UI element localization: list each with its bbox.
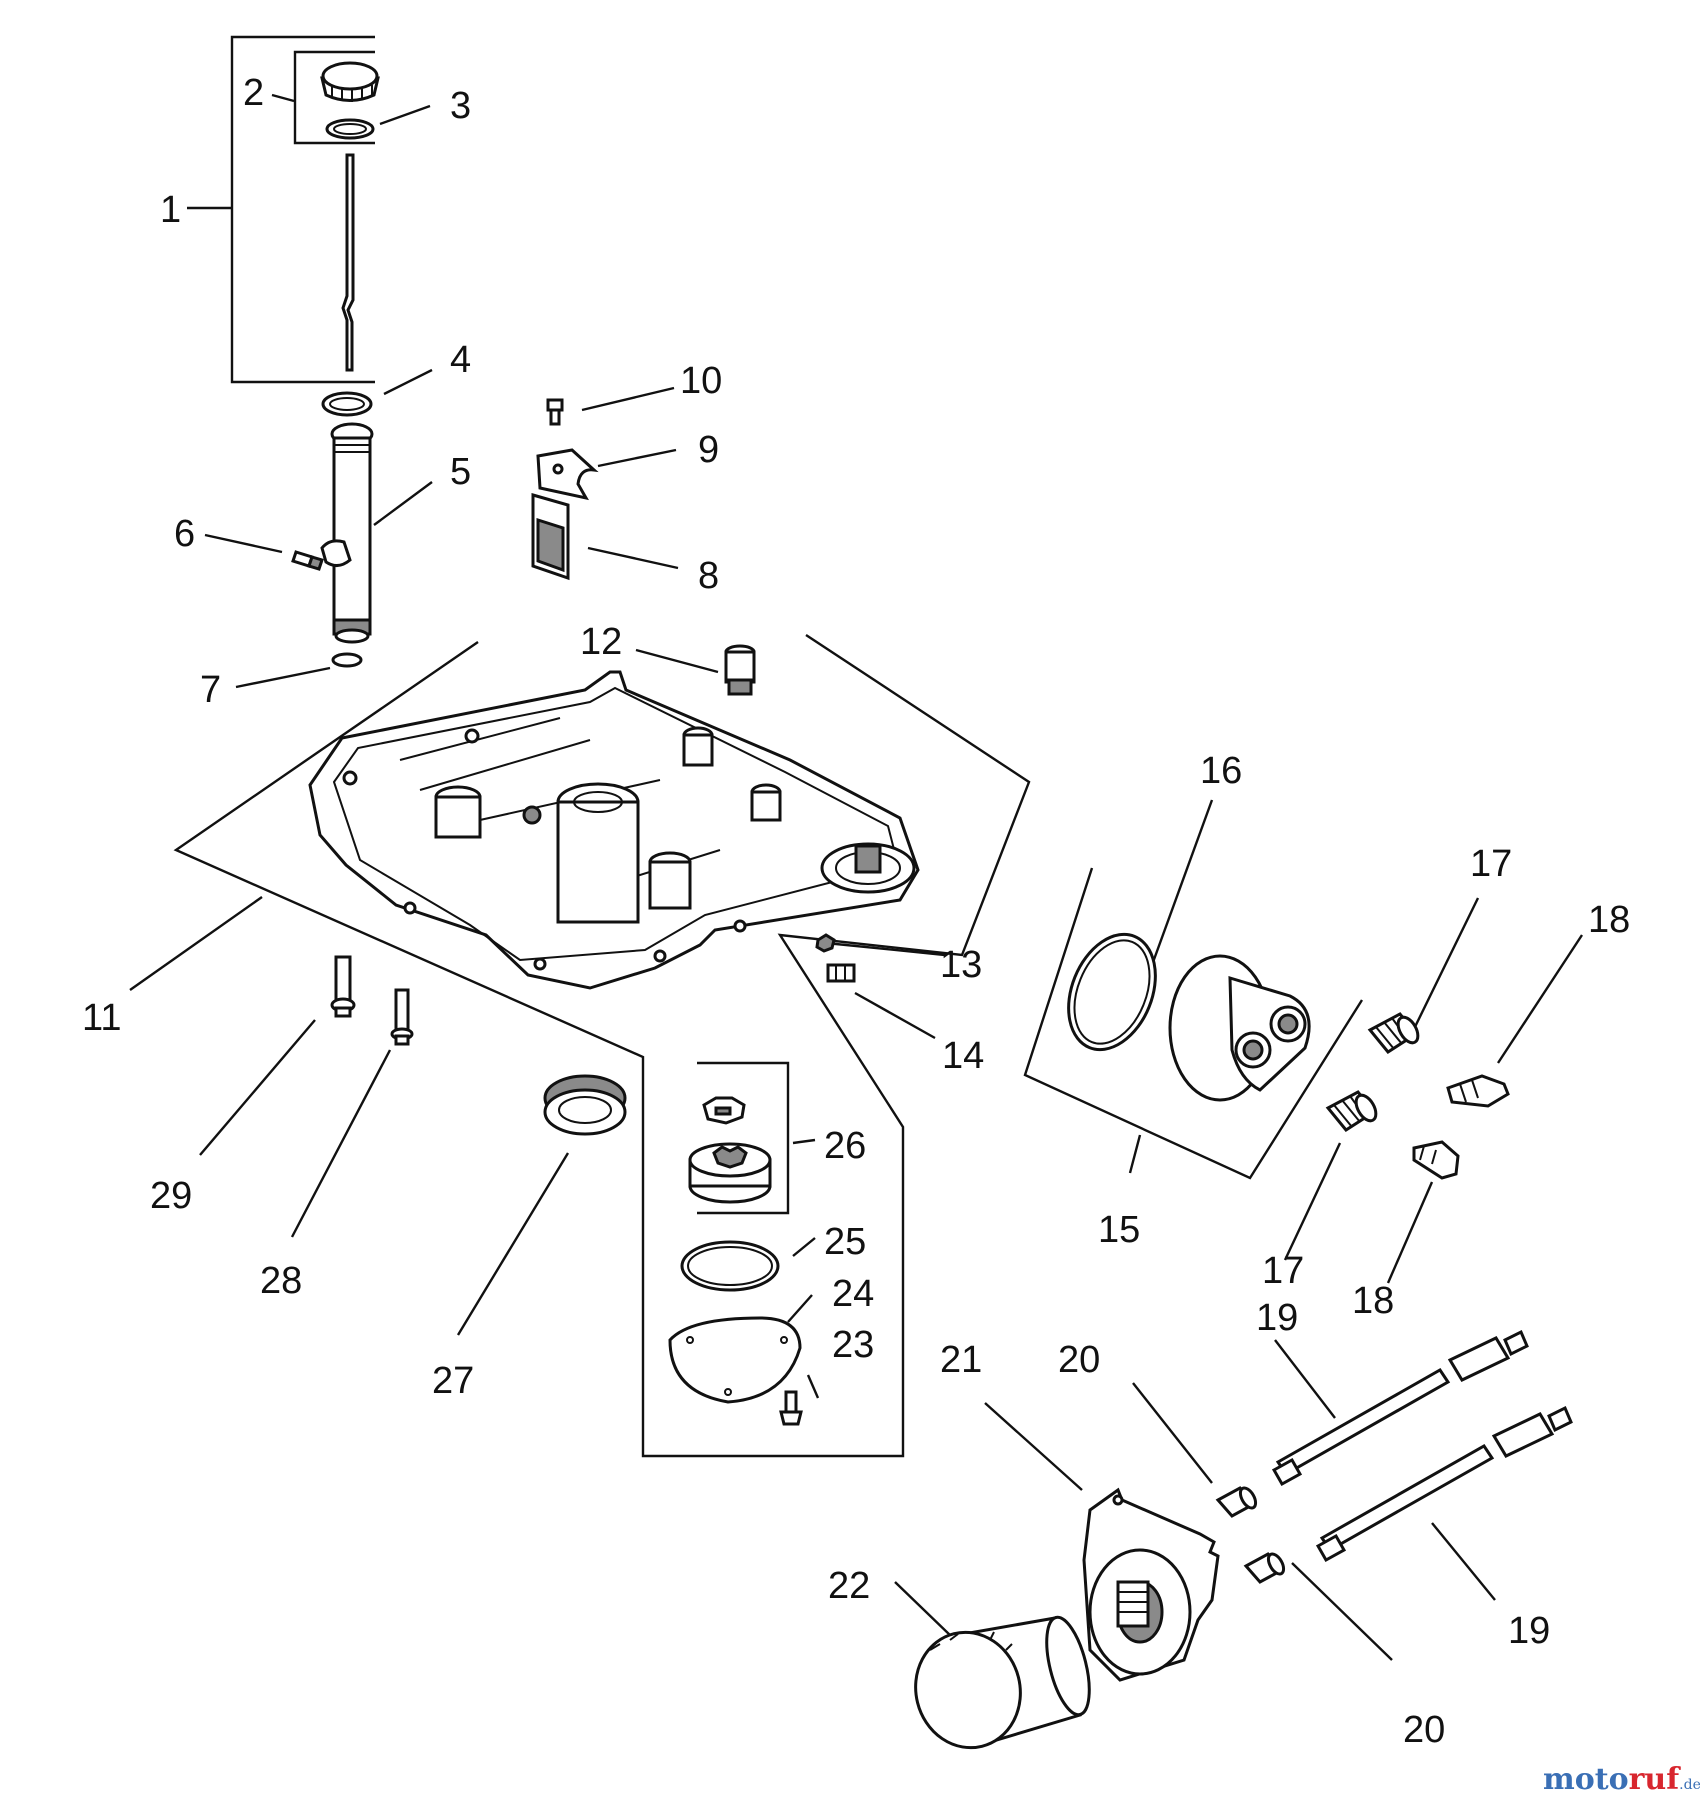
- hose-fitting-upper: [1367, 1012, 1420, 1054]
- oil-pump-inner-rotor: [702, 1096, 746, 1125]
- oil-filter-mount: [1082, 1487, 1220, 1682]
- oil-pan-assembly-bracket: [173, 633, 1031, 1458]
- dipstick-assembly-bracket: [230, 35, 375, 384]
- leader-lines: [129, 93, 1584, 1661]
- oil-pan: [308, 670, 920, 990]
- callout-5: 5: [450, 451, 471, 493]
- callout-13: 13: [940, 944, 982, 986]
- callout-3: 3: [450, 85, 471, 127]
- callout-21: 21: [940, 1339, 982, 1381]
- barb-fitting-lower: [1412, 1140, 1460, 1180]
- callout-27: 27: [432, 1360, 474, 1402]
- callout-8: 8: [698, 555, 719, 597]
- dipstick-rod: [341, 153, 355, 372]
- oil-pump-outer-rotor: [688, 1142, 772, 1204]
- barb-fitting-upper: [1446, 1074, 1510, 1108]
- small-fitting: [826, 963, 856, 983]
- callout-6: 6: [174, 513, 195, 555]
- adapter-fitting-upper: [1215, 1486, 1258, 1518]
- cover-screw: [779, 1390, 803, 1426]
- callout-4: 4: [450, 339, 471, 381]
- callout-11: 11: [82, 997, 121, 1039]
- callout-labels: 1 2 3 4 5 6 7 8 9 10 11 12 13 14 15 16 1…: [82, 72, 1630, 1751]
- tube-bottom-o-ring: [331, 652, 363, 668]
- callout-17b: 17: [1262, 1250, 1304, 1292]
- small-plug: [815, 933, 836, 953]
- tube-o-ring: [321, 391, 373, 417]
- callout-20b: 20: [1403, 1709, 1445, 1751]
- callout-7: 7: [200, 669, 221, 711]
- callout-24: 24: [832, 1273, 874, 1315]
- oil-filter: [914, 1615, 1091, 1750]
- callout-20a: 20: [1058, 1339, 1100, 1381]
- oil-pan-screw-long: [330, 955, 356, 1018]
- adapter-o-ring: [1067, 932, 1157, 1052]
- callout-19b: 19: [1508, 1610, 1550, 1652]
- oil-filler-cap: [320, 61, 380, 102]
- callout-1: 1: [160, 189, 181, 231]
- pump-o-ring: [680, 1240, 780, 1292]
- callout-18b: 18: [1352, 1280, 1394, 1322]
- svg-text:motoruf.de: motoruf.de: [1543, 1762, 1700, 1797]
- oil-hose-lower: [1315, 1405, 1573, 1563]
- callout-23: 23: [832, 1324, 874, 1366]
- crankshaft-seal: [543, 1074, 627, 1136]
- callout-22: 22: [828, 1565, 870, 1607]
- dipstick-tube: [320, 422, 374, 644]
- callout-9: 9: [698, 429, 719, 471]
- oil-hose-upper: [1271, 1329, 1529, 1487]
- bracket-screw: [546, 398, 564, 426]
- callout-29: 29: [150, 1175, 192, 1217]
- cap-o-ring: [325, 118, 375, 140]
- callout-18a: 18: [1588, 899, 1630, 941]
- oil-filter-adapter: [1168, 954, 1311, 1102]
- callout-26: 26: [824, 1125, 866, 1167]
- oil-label: [531, 493, 570, 581]
- label-bracket: [536, 448, 599, 501]
- oil-pump-kit-bracket: [697, 1061, 790, 1215]
- callout-12: 12: [580, 621, 622, 663]
- oil-pan-plug: [724, 644, 756, 696]
- callout-17a: 17: [1470, 843, 1512, 885]
- filter-adapter-bracket: [1023, 867, 1364, 1180]
- hose-fitting-lower: [1325, 1090, 1378, 1132]
- callout-16: 16: [1200, 750, 1242, 792]
- adapter-fitting-lower: [1243, 1552, 1286, 1584]
- callout-14: 14: [942, 1035, 984, 1077]
- pump-cover: [668, 1316, 802, 1404]
- callout-10: 10: [680, 360, 722, 402]
- oil-pan-screw-short: [390, 988, 414, 1046]
- callout-2: 2: [243, 72, 264, 114]
- callout-19a: 19: [1256, 1297, 1298, 1339]
- callout-15: 15: [1098, 1209, 1140, 1251]
- watermark-logo: motoruf.de: [1543, 1762, 1700, 1797]
- tube-screw: [291, 550, 324, 571]
- callout-25: 25: [824, 1221, 866, 1263]
- callout-28: 28: [260, 1260, 302, 1302]
